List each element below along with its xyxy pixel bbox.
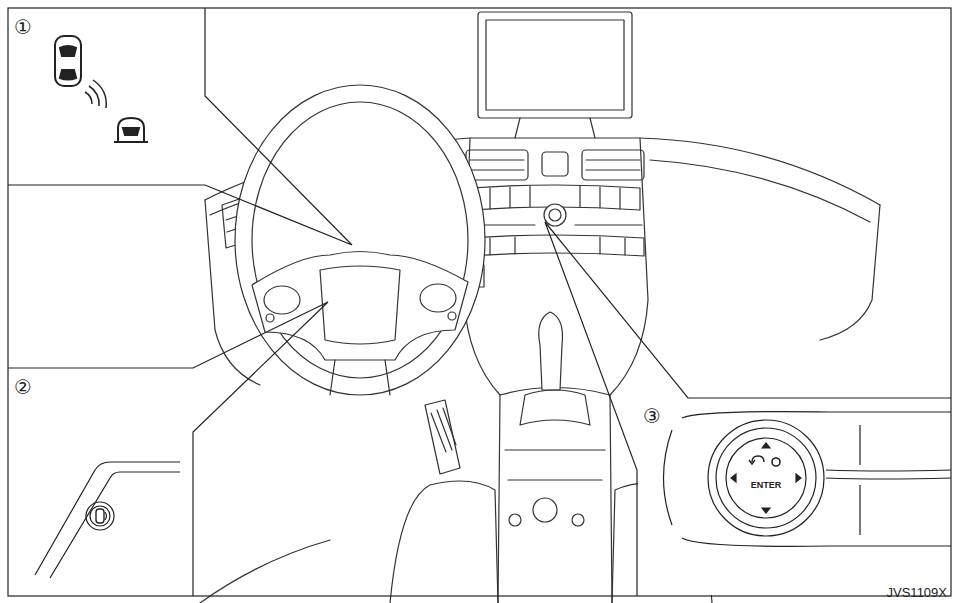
callout-leader [8,302,328,596]
display-screen [478,12,632,118]
car-icon [55,36,81,86]
figure-code: JVS1109X [887,586,947,600]
bezel [682,538,951,546]
steering-switch [266,314,274,322]
callout-number: ③ [643,405,683,427]
console-button [572,514,584,526]
shifter-boot [520,390,590,425]
controller-ring [716,428,816,528]
switch-panel [35,462,180,575]
map-icon [772,458,780,466]
callout-number: ① [14,16,54,38]
display-stand [515,118,595,138]
callout-box: ③ [643,405,683,435]
car-icon [114,141,148,143]
display-screen [486,20,624,110]
callout-box: ① [14,16,54,46]
direction-arrow [731,443,801,513]
car-icon [60,46,76,80]
callout-leader [8,8,352,245]
airbag-cover [320,266,400,344]
vent [466,150,528,180]
button-label: ENTER [751,481,782,491]
switch-button [86,502,114,530]
controller-ring [708,420,824,536]
vent [582,150,644,180]
frame [8,8,951,596]
steering-switch [448,312,456,320]
console-line [505,450,605,480]
dashboard-line [650,160,870,222]
gear-shifter [539,312,563,390]
callout-leader [545,222,951,596]
button-row [470,224,642,225]
steering-wheel [235,85,485,395]
pedal-grip [431,408,456,452]
bezel [664,430,673,525]
callout-number: ② [14,376,54,398]
switch-button [90,506,110,526]
callout-panel [9,369,192,595]
steering-switch [420,284,456,312]
controller-knob [549,209,561,221]
car-icon [96,509,104,523]
vent-slat [470,160,640,170]
button-divider [490,237,625,255]
console-dial [533,498,557,522]
car-icon [118,118,144,142]
switch-panel [50,472,180,578]
bezel [682,412,951,418]
steering-switch [264,286,300,314]
radar-waves [105,512,107,520]
console-button [509,514,521,526]
steering-spoke [330,360,390,395]
button-edge [859,425,860,535]
back-icon [749,460,755,464]
accelerator-pedal [425,400,460,474]
steering-wheel [252,102,468,378]
controller-ring [726,438,806,518]
callout-panel [638,399,951,595]
callout-panel [9,9,204,184]
radar-waves [85,80,106,108]
controller-knob [544,204,566,226]
clock [542,152,568,176]
floor-line [200,540,330,603]
callout-box: ② [14,376,54,406]
car-icon [123,128,139,135]
button-edge [826,470,951,479]
dashboard-line [820,205,880,340]
seat [390,481,498,603]
